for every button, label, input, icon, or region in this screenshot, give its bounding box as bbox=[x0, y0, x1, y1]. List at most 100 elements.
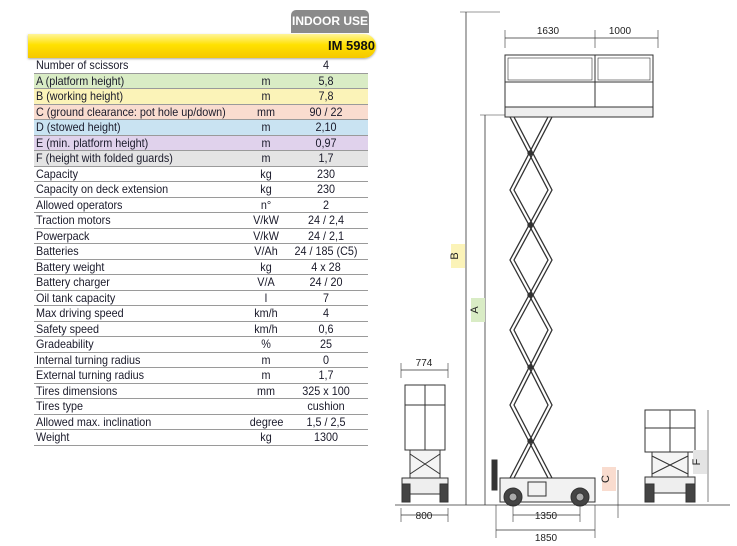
spec-label: F (height with folded guards) bbox=[36, 151, 173, 165]
label-f-box bbox=[693, 450, 707, 474]
spec-value: 7,8 bbox=[318, 89, 334, 103]
spec-value: 4 x 28 bbox=[311, 259, 341, 274]
chassis-side bbox=[491, 459, 596, 507]
indoor-use-tag: INDOOR USE bbox=[291, 10, 369, 33]
spec-value: 24 / 20 bbox=[309, 275, 343, 289]
spec-value: 1,7 bbox=[318, 151, 334, 165]
spec-row: Tires type cushion bbox=[34, 399, 368, 415]
spec-unit: m bbox=[261, 352, 271, 367]
spec-label: Oil tank capacity bbox=[36, 290, 116, 305]
spec-label: Powerpack bbox=[36, 228, 90, 243]
spec-label: C (ground clearance: pot hole up/down) bbox=[36, 104, 226, 119]
spec-unit: km/h bbox=[254, 321, 278, 336]
spec-unit: mm bbox=[257, 383, 275, 398]
label-b: B bbox=[449, 252, 461, 259]
spec-unit: m bbox=[261, 151, 271, 165]
dim-width-top: 1630 bbox=[537, 26, 560, 37]
spec-label: Tires dimensions bbox=[36, 383, 118, 398]
spec-label: Gradeability bbox=[36, 337, 94, 351]
spec-label: Batteries bbox=[36, 244, 79, 258]
spec-label: Weight bbox=[36, 430, 70, 444]
spec-unit: kg bbox=[260, 259, 272, 274]
dim-extension: 1000 bbox=[609, 26, 632, 37]
scissor-stack bbox=[509, 116, 553, 479]
spec-row: Tires dimensions mm 325 x 100 bbox=[34, 383, 368, 399]
spec-unit: kg bbox=[260, 182, 272, 196]
spec-label: Capacity on deck extension bbox=[36, 182, 169, 196]
spec-value: 25 bbox=[319, 337, 333, 351]
spec-label: Number of scissors bbox=[36, 58, 129, 72]
spec-unit: % bbox=[261, 337, 271, 351]
front-view bbox=[400, 363, 449, 522]
spec-value: 7 bbox=[322, 290, 330, 305]
spec-unit: V/A bbox=[257, 275, 275, 289]
spec-value: 0 bbox=[322, 352, 330, 367]
spec-label: E (min. platform height) bbox=[36, 135, 149, 150]
label-a-box bbox=[471, 298, 485, 322]
spec-row: Gradeability% 25 bbox=[34, 337, 368, 353]
spec-unit: n° bbox=[260, 197, 272, 212]
spec-value: 1,5 / 2,5 bbox=[306, 414, 346, 429]
spec-label: A (platform height) bbox=[36, 73, 125, 88]
spec-label: Capacity bbox=[36, 166, 79, 181]
spec-unit: m bbox=[261, 120, 271, 134]
spec-unit: mm bbox=[257, 104, 275, 119]
spec-value: 0,97 bbox=[315, 135, 337, 150]
dim-front-width: 774 bbox=[416, 358, 433, 369]
spec-value: 230 bbox=[316, 182, 336, 196]
dim-length: 1850 bbox=[535, 533, 558, 544]
spec-value: cushion bbox=[307, 399, 345, 413]
spec-label: Tires type bbox=[36, 399, 84, 413]
label-f: F bbox=[691, 458, 703, 465]
spec-unit: m bbox=[261, 89, 271, 103]
spec-unit: V/kW bbox=[253, 228, 279, 243]
platform-guardrail bbox=[504, 54, 654, 118]
spec-row: Allowed max. inclination degree 1,5 / 2,5 bbox=[34, 414, 368, 430]
spec-value: 24 / 2,4 bbox=[307, 213, 345, 227]
spec-value: 24 / 185 (C5) bbox=[294, 244, 358, 258]
spec-value: 325 x 100 bbox=[302, 383, 350, 398]
spec-label: D (stowed height) bbox=[36, 120, 121, 134]
spec-row: Capacity on deck extension kg 230 bbox=[34, 182, 368, 198]
spec-label: Battery weight bbox=[36, 259, 105, 274]
model-header-bar: IM 5980 bbox=[28, 34, 376, 58]
spec-unit: degree bbox=[249, 414, 284, 429]
label-b-box bbox=[451, 244, 465, 268]
spec-value: 2,10 bbox=[315, 120, 337, 134]
spec-row: D (stowed height) m 2,10 bbox=[34, 120, 368, 136]
spec-value: 230 bbox=[316, 166, 336, 181]
spec-label: External turning radius bbox=[36, 368, 145, 382]
spec-label: Allowed max. inclination bbox=[36, 414, 152, 429]
dim-front-track: 800 bbox=[416, 511, 433, 522]
spec-label: Traction motors bbox=[36, 213, 111, 227]
spec-row: Safety speed km/h 0,6 bbox=[34, 321, 368, 337]
rear-view-folded bbox=[644, 409, 709, 503]
model-name: IM 5980 bbox=[328, 38, 375, 53]
spec-unit: m bbox=[261, 135, 271, 150]
spec-row: Battery weight kg 4 x 28 bbox=[34, 259, 368, 275]
spec-row: Number of scissors 4 bbox=[34, 58, 368, 74]
spec-value: 0,6 bbox=[318, 321, 334, 336]
spec-row: E (min. platform height) m 0,97 bbox=[34, 135, 368, 151]
spec-value: 90 / 22 bbox=[309, 104, 343, 119]
spec-row: Battery charger V/A 24 / 20 bbox=[34, 275, 368, 291]
spec-value: 2 bbox=[322, 197, 330, 212]
spec-label: Battery charger bbox=[36, 275, 110, 289]
spec-value: 4 bbox=[322, 306, 330, 320]
spec-label: Safety speed bbox=[36, 321, 100, 336]
dim-wheelbase: 1350 bbox=[535, 511, 558, 522]
lift-technical-drawing: B A 1630 1000 C bbox=[395, 11, 730, 544]
spec-value: 4 bbox=[322, 58, 330, 72]
